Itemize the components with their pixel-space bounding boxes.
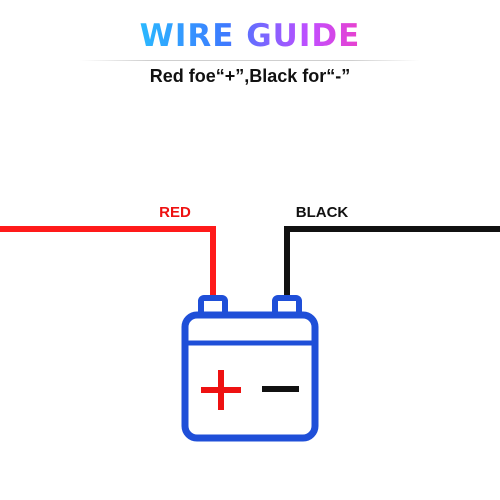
black-wire — [284, 226, 500, 300]
red-wire — [0, 226, 216, 300]
battery-body — [181, 311, 319, 442]
black-wire-label: BLACK — [296, 204, 349, 221]
red-wire-label: RED — [159, 204, 191, 221]
plus-icon — [201, 370, 241, 410]
header-divider — [80, 60, 420, 61]
battery-icon — [181, 295, 319, 442]
page-title: WIRE GUIDE — [0, 18, 500, 54]
page-subtitle: Red foe“+”,Black for“-” — [149, 66, 351, 86]
